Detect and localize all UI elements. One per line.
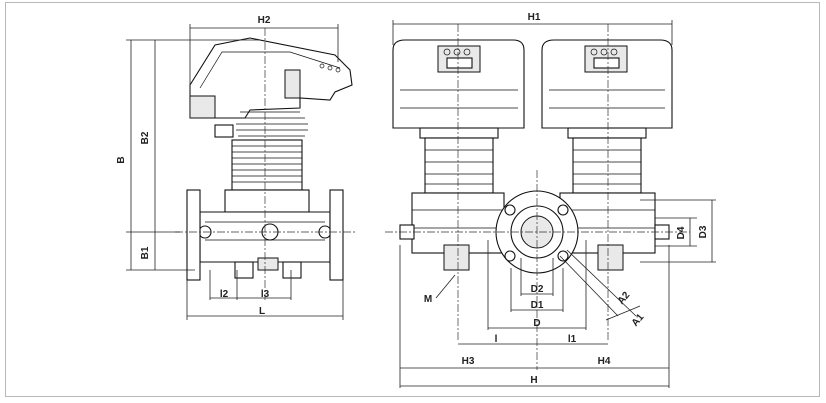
dimension-h3-h4 [399, 245, 670, 388]
side-view-pump [186, 37, 353, 281]
label-h2: H2 [258, 15, 271, 26]
label-d2: D2 [531, 284, 544, 295]
label-a1: A1 [630, 312, 647, 329]
leader-m [435, 274, 456, 299]
label-h4: H4 [598, 356, 611, 367]
label-l-small: l [495, 334, 498, 345]
label-h1: H1 [528, 12, 541, 23]
label-b: B [116, 156, 127, 163]
label-l2: l2 [220, 289, 229, 300]
label-l1: l1 [568, 334, 577, 345]
label-h3: H3 [462, 356, 475, 367]
label-l: L [259, 306, 265, 317]
dimension-a2-a1 [559, 249, 641, 321]
label-d: D [533, 318, 540, 329]
dimension-d2-d1-d [487, 240, 587, 330]
dimension-l2-l3-l [186, 270, 344, 320]
label-d1: D1 [531, 300, 544, 311]
label-b1: B1 [140, 246, 151, 259]
label-d4: D4 [676, 226, 687, 239]
dimension-h1 [392, 20, 673, 45]
label-l3: l3 [261, 289, 270, 300]
dimension-b [126, 39, 260, 271]
dimension-d4-d3 [640, 199, 716, 263]
label-b2: B2 [140, 131, 151, 144]
front-view-pump-left [392, 39, 525, 271]
label-m: M [424, 294, 432, 305]
label-a2: A2 [616, 290, 633, 307]
label-h: H [530, 375, 537, 386]
label-d3: D3 [698, 225, 709, 238]
